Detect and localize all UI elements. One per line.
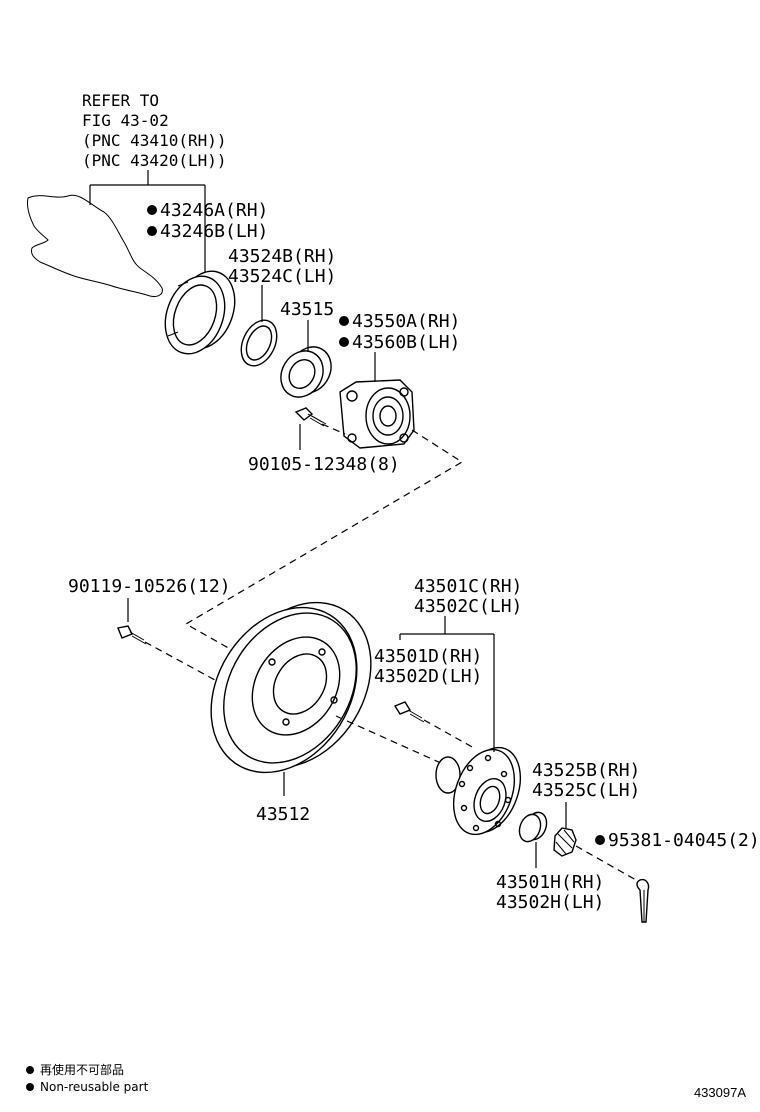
part-90119: 90119-10526(12) [68, 576, 231, 597]
label-43550: 43550A(RH) 43560B(LH) [339, 311, 460, 353]
bearing-43515 [280, 320, 332, 398]
part-43246a: 43246A(RH) [160, 200, 268, 221]
assembly-line-rotor-hub [335, 715, 453, 769]
oil-seal-43246 [164, 270, 236, 355]
hub-bolt-43501d [393, 701, 475, 749]
non-reusable-dot [147, 205, 157, 215]
figure-code: 433097A [694, 1085, 746, 1100]
washer-43501h [518, 811, 548, 868]
legend-english: Non-reusable part [40, 1080, 149, 1094]
label-43246: 43246A(RH) 43246B(LH) [147, 200, 268, 242]
part-43524c: 43524C(LH) [228, 266, 336, 287]
part-43524b: 43524B(RH) [228, 246, 336, 267]
nut-43525 [553, 802, 577, 857]
part-43560b: 43560B(LH) [352, 332, 460, 353]
part-43550a: 43550A(RH) [352, 311, 460, 332]
hub-bearing-43550 [339, 352, 415, 449]
part-43501d: 43501D(RH) [374, 646, 482, 667]
disc-rotor-43512 [210, 601, 372, 796]
legend-dot [26, 1066, 34, 1074]
cotter-pin-95381 [636, 878, 650, 923]
part-43501h: 43501H(RH) [496, 872, 604, 893]
non-reusable-dot [339, 337, 349, 347]
bolt-90105 [294, 407, 346, 450]
part-43502h: 43502H(LH) [496, 892, 604, 913]
hub-43501c [435, 746, 522, 836]
refer-line-1: REFER TO [82, 91, 159, 110]
legend-japanese: 再使用不可部品 [40, 1062, 124, 1077]
part-43502d: 43502D(LH) [374, 666, 482, 687]
part-43246b: 43246B(LH) [160, 221, 268, 242]
refer-to-note: REFER TO FIG 43-02 (PNC 43410(RH)) (PNC … [82, 91, 227, 272]
part-43512: 43512 [256, 804, 310, 825]
legend: 再使用不可部品 Non-reusable part [26, 1062, 149, 1094]
bracket-43501c [399, 616, 495, 752]
knuckle-reference-shape [27, 194, 163, 297]
assembly-line-upper [184, 429, 464, 651]
non-reusable-dot [147, 226, 157, 236]
refer-bracket [89, 170, 206, 272]
legend-dot [26, 1083, 34, 1091]
bolt-90119 [117, 598, 216, 681]
part-43515: 43515 [280, 299, 334, 320]
part-43525b: 43525B(RH) [532, 760, 640, 781]
snap-ring-43524 [240, 285, 278, 367]
label-95381: 95381-04045(2) [595, 830, 760, 851]
non-reusable-dot [595, 835, 605, 845]
refer-line-2: FIG 43-02 [82, 111, 169, 130]
refer-line-4: (PNC 43420(LH)) [82, 151, 227, 170]
part-90105: 90105-12348(8) [248, 454, 400, 475]
part-43501c: 43501C(RH) [414, 576, 522, 597]
part-43525c: 43525C(LH) [532, 780, 640, 801]
refer-line-3: (PNC 43410(RH)) [82, 131, 227, 150]
part-95381: 95381-04045(2) [608, 830, 760, 851]
non-reusable-dot [339, 316, 349, 326]
part-43502c: 43502C(LH) [414, 596, 522, 617]
